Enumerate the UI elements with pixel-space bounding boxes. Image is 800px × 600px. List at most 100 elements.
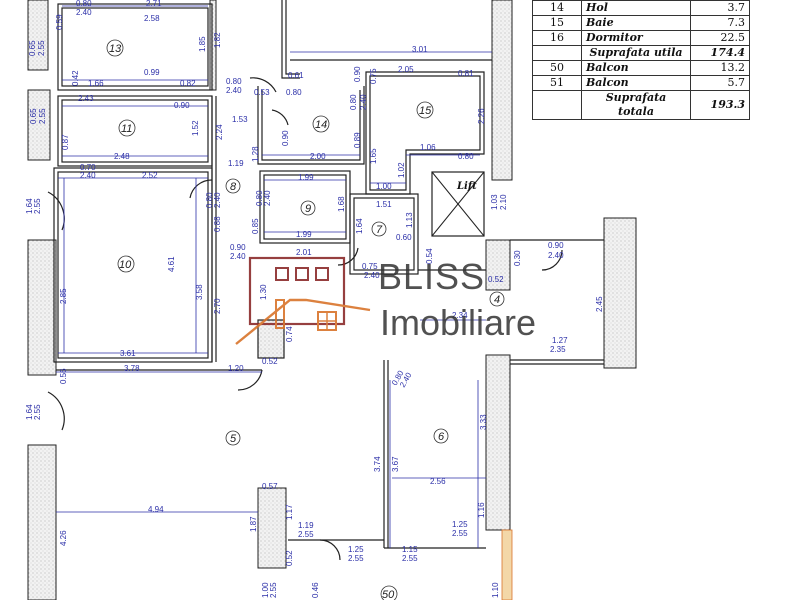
dim-text: 0.30 bbox=[513, 250, 522, 266]
legend-room: Baie bbox=[581, 15, 691, 31]
room-8-number: 8 bbox=[230, 181, 237, 193]
dim-text: 0.80 bbox=[349, 94, 358, 110]
dim-text: 2.58 bbox=[144, 14, 160, 23]
dim-text: 2.55 bbox=[452, 529, 468, 538]
balcony-edge bbox=[501, 529, 513, 600]
dim-text: 2.55 bbox=[269, 582, 278, 598]
dim-text: 2.55 bbox=[37, 40, 46, 56]
dim-text: 1.19 bbox=[298, 521, 314, 530]
dim-text: 3.74 bbox=[373, 456, 382, 472]
dim-text: 0.89 bbox=[353, 132, 362, 148]
dim-text: 0.80 bbox=[255, 190, 264, 206]
room-7-number: 7 bbox=[376, 224, 383, 236]
dim-text: 1.66 bbox=[88, 79, 104, 88]
dim-text: 1.00 bbox=[261, 582, 270, 598]
interior-walls bbox=[47, 0, 604, 561]
dim-text: 2.55 bbox=[348, 554, 364, 563]
dim-text: 2.43 bbox=[78, 94, 94, 103]
dim-text: 0.80 bbox=[226, 77, 242, 86]
dim-text: 1.64 bbox=[355, 218, 364, 234]
dim-text: 2.40 bbox=[76, 8, 92, 17]
dim-text: 0.75 bbox=[369, 68, 378, 84]
room-11-number: 11 bbox=[121, 123, 132, 135]
dimension-lines bbox=[56, 5, 492, 548]
dim-text: 0.90 bbox=[548, 241, 564, 250]
legend-empty bbox=[532, 45, 582, 61]
dim-text: 0.74 bbox=[285, 326, 294, 342]
legend-row: 14 Hol 3.7 bbox=[532, 0, 750, 16]
dim-text: 2.01 bbox=[296, 248, 312, 257]
dim-text: 2.45 bbox=[595, 296, 604, 312]
dim-text: 1.65 bbox=[369, 148, 378, 164]
dim-text: 0.52 bbox=[488, 275, 504, 284]
dim-text: 2.52 bbox=[142, 171, 158, 180]
room-50-number: 50 bbox=[382, 589, 395, 600]
dim-text: 0.52 bbox=[285, 550, 294, 566]
dim-text: 1.99 bbox=[296, 230, 312, 239]
dim-text: 2.71 bbox=[146, 0, 162, 8]
dim-text: 0.99 bbox=[144, 68, 160, 77]
dim-text: 0.70 bbox=[80, 163, 96, 172]
dim-text: 1.13 bbox=[405, 212, 414, 228]
dim-text: 2.35 bbox=[550, 345, 566, 354]
dim-text: 2.85 bbox=[59, 288, 68, 304]
dim-text: 0.80 bbox=[286, 88, 302, 97]
dim-text: 3.33 bbox=[479, 414, 488, 430]
dim-text: 1.53 bbox=[232, 115, 248, 124]
legend-total-row: Suprafata totala 193.3 bbox=[532, 90, 750, 120]
dim-text: 2.24 bbox=[215, 124, 224, 140]
dim-text: 1.64 bbox=[25, 404, 34, 420]
watermark-logo-icon bbox=[235, 256, 371, 345]
dim-text: 2.40 bbox=[213, 192, 222, 208]
dim-text: 0.54 bbox=[425, 248, 434, 264]
dim-text: 1.87 bbox=[249, 516, 258, 532]
dim-text: 1.10 bbox=[491, 582, 500, 598]
dim-text: 3.58 bbox=[195, 284, 204, 300]
legend-area: 3.7 bbox=[690, 0, 750, 16]
dim-text: 0.52 bbox=[262, 357, 278, 366]
dim-text: 2.40 bbox=[263, 190, 272, 206]
dim-text: 0.65 bbox=[29, 108, 38, 124]
dim-text: 2.55 bbox=[38, 108, 47, 124]
watermark-brand: BLISS bbox=[378, 256, 486, 297]
legend-room: Dormitor bbox=[581, 30, 691, 46]
dim-text: 2.55 bbox=[33, 404, 42, 420]
dim-text: 2.10 bbox=[499, 194, 508, 210]
room-5-number: 5 bbox=[230, 433, 237, 445]
dim-text: 2.40 bbox=[226, 86, 242, 95]
dim-text: 1.52 bbox=[191, 120, 200, 136]
dim-text: 1.64 bbox=[25, 198, 34, 214]
dim-text: 1.20 bbox=[228, 364, 244, 373]
dim-text: 4.61 bbox=[167, 256, 176, 272]
room-labels bbox=[106, 39, 505, 600]
dim-text: 3.61 bbox=[120, 349, 136, 358]
legend-num: 14 bbox=[532, 0, 582, 16]
legend-total-value: 193.3 bbox=[690, 90, 750, 120]
dim-text: 0.46 bbox=[311, 582, 320, 598]
room-14-number: 14 bbox=[315, 119, 327, 131]
legend-useful-label: Suprafata utila bbox=[581, 45, 691, 61]
dim-text: 0.85 bbox=[251, 218, 260, 234]
room-15-number: 15 bbox=[419, 105, 432, 117]
dim-text: 1.19 bbox=[228, 159, 244, 168]
legend-area: 22.5 bbox=[690, 30, 750, 46]
dim-text: 1.15 bbox=[402, 545, 418, 554]
dim-text: 2.55 bbox=[402, 554, 418, 563]
dim-text: 1.28 bbox=[251, 146, 260, 162]
legend-useful-row: Suprafata utila 174.4 bbox=[532, 45, 750, 61]
dim-text: 0.90 bbox=[353, 66, 362, 82]
dim-text: 1.00 bbox=[376, 182, 392, 191]
room-6-number: 6 bbox=[438, 431, 445, 443]
dim-text: 0.61 bbox=[288, 71, 304, 80]
dimension-texts-vertical: 0.59 0.65 2.55 0.42 1.85 1.82 0.90 0.75 … bbox=[25, 14, 604, 598]
dim-text: 0.90 bbox=[230, 243, 246, 252]
dim-text: 1.27 bbox=[552, 336, 568, 345]
dim-text: 1.25 bbox=[348, 545, 364, 554]
dim-text: 3.01 bbox=[412, 45, 428, 54]
dim-text: 4.94 bbox=[148, 505, 164, 514]
legend-row: 16 Dormitor 22.5 bbox=[532, 30, 750, 46]
dim-text: 1.17 bbox=[285, 504, 294, 520]
legend-room: Balcon bbox=[581, 60, 691, 76]
dim-text: 0.60 bbox=[396, 233, 412, 242]
